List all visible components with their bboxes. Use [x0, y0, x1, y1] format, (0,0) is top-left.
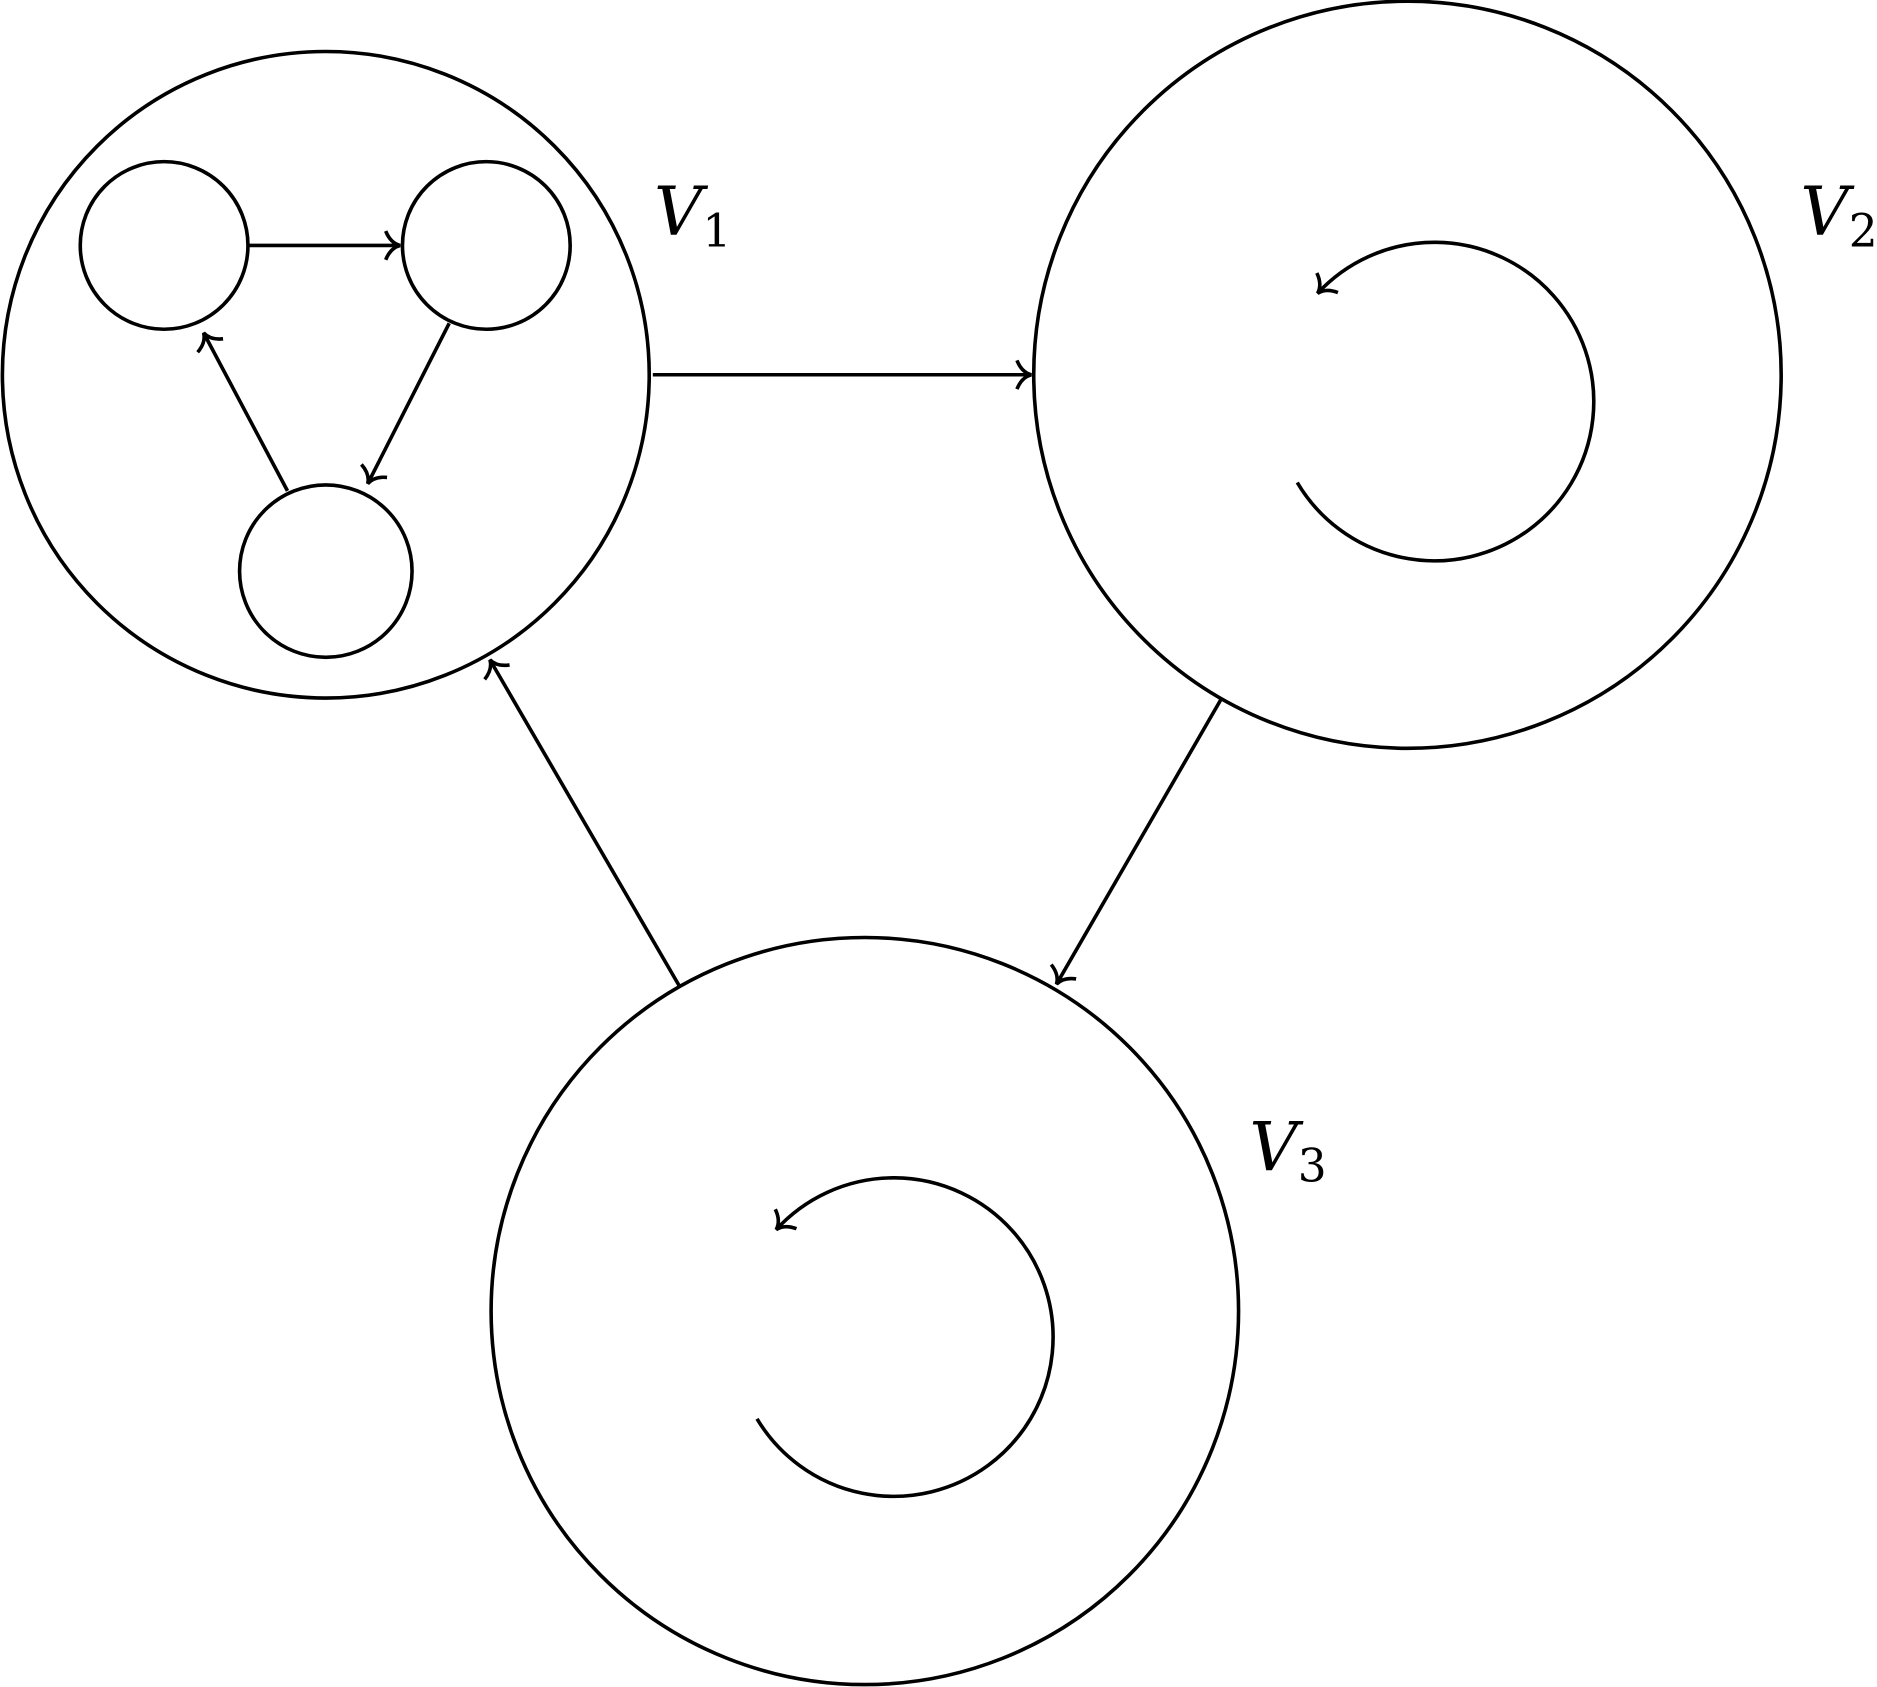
inner-node-a: [78, 159, 250, 332]
inner-edge-b-c: [360, 322, 451, 485]
label-v3: V3: [1249, 1108, 1326, 1193]
edge-v3-v1: [483, 658, 682, 989]
label-v1: V1: [654, 173, 731, 258]
inner-edge-c-a: [196, 331, 290, 492]
inner-node-c: [237, 483, 414, 660]
node-v2: [1032, 0, 1783, 750]
self-loop-v3: [755, 1176, 1055, 1499]
self-loop-v2: [1295, 240, 1596, 563]
label-v2: V2: [1800, 173, 1877, 258]
edge-v2-v3: [1049, 697, 1224, 986]
node-v3: [489, 935, 1241, 1687]
inner-node-b: [400, 159, 572, 332]
node-v1: [0, 49, 652, 700]
